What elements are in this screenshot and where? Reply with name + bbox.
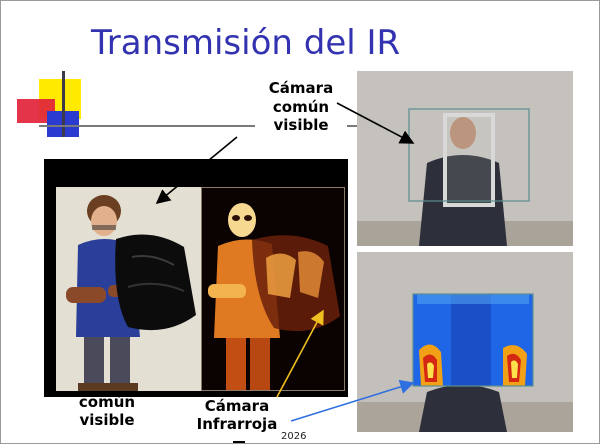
label-visible-top: visible	[255, 116, 347, 134]
arrow-to-visible-photo	[155, 136, 238, 205]
room-visible-photo	[357, 71, 573, 246]
label-camara-top: Cámara	[268, 79, 334, 97]
label-infrarroja: Infrarroja	[196, 415, 278, 433]
arrow-to-room-thermal	[290, 379, 415, 422]
thermal-camera-photo	[201, 187, 345, 391]
room-thermal-photo	[357, 252, 573, 432]
label-comun-top: común	[272, 98, 330, 116]
label-cutoff-fragment	[229, 433, 249, 443]
arrow-to-thermal-photo	[276, 309, 324, 398]
label-visible-bottom: visible	[79, 411, 135, 429]
label-comun-bottom: común	[78, 393, 136, 411]
footer-number: 2026	[281, 431, 307, 442]
slide-title: Transmisión del IR	[91, 23, 401, 63]
arrow-to-room-visible	[336, 102, 415, 144]
decorative-vertical-line	[62, 71, 65, 137]
label-camara-infrarroja: Cámara	[204, 397, 270, 415]
visible-camera-photo	[56, 187, 201, 391]
